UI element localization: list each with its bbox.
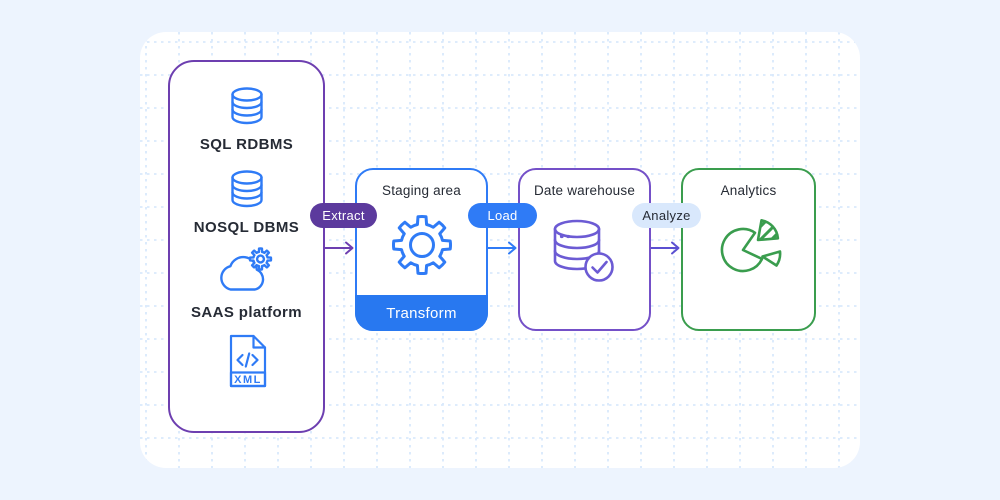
pie-chart-icon <box>720 219 781 273</box>
stage-date-warehouse: Date warehouse <box>518 168 651 331</box>
source-item-nosql: NOSQL DBMS <box>194 169 299 236</box>
cloud-gear-icon <box>220 247 273 291</box>
source-label: SQL RDBMS <box>199 136 294 153</box>
code-glyph <box>235 352 259 368</box>
stage-title: Date warehouse <box>533 183 636 198</box>
gear-icon <box>391 214 452 276</box>
sources-box: SQL RDBMS NOSQL DBMS SAAS platform <box>168 60 325 433</box>
analyze-arrow-icon <box>648 241 680 255</box>
transform-banner: Transform <box>355 295 488 331</box>
stage-analytics: Analytics <box>681 168 816 331</box>
connector-analyze-badge: Analyze <box>632 203 701 228</box>
stage-title: Analytics <box>720 183 777 198</box>
source-item-xml: XML <box>224 333 270 389</box>
database-icon <box>230 170 263 208</box>
connector-extract-badge: Extract <box>310 203 377 228</box>
stage-title: Staging area <box>382 183 461 198</box>
database-icon <box>230 87 263 125</box>
xml-file-icon: XML <box>229 334 266 388</box>
extract-arrow-icon <box>322 241 354 255</box>
source-item-saas: SAAS platform <box>191 246 302 321</box>
load-arrow-icon <box>485 241 517 255</box>
source-label: SAAS platform <box>190 304 303 321</box>
xml-file-label: XML <box>234 374 262 386</box>
source-item-sql: SQL RDBMS <box>200 86 293 153</box>
source-label: NOSQL DBMS <box>193 219 300 236</box>
diagram-card: SQL RDBMS NOSQL DBMS SAAS platform <box>140 32 860 468</box>
connector-load-badge: Load <box>468 203 537 228</box>
database-check-icon <box>553 219 614 282</box>
stage-staging-area: Staging area Transform <box>355 168 488 331</box>
